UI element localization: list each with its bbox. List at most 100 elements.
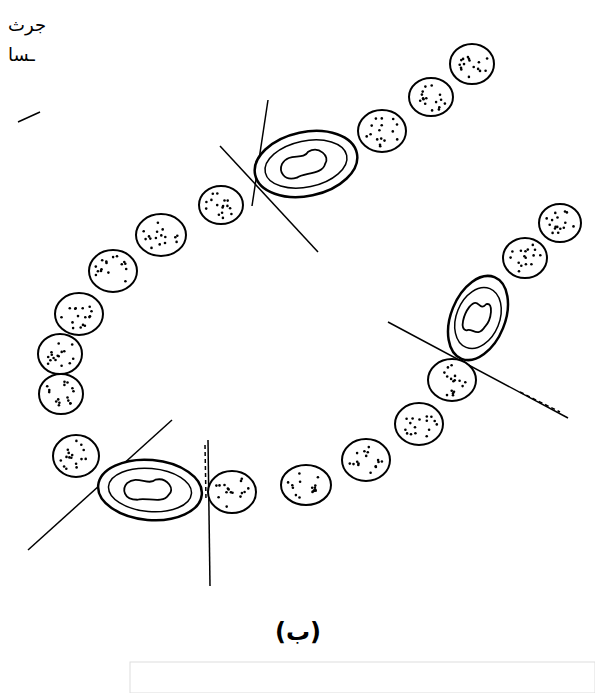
granule xyxy=(559,228,562,231)
granule xyxy=(222,205,225,208)
label-text: جرث xyxy=(6,14,48,35)
granule xyxy=(369,472,372,475)
heterocyst xyxy=(96,456,205,525)
granule xyxy=(54,359,57,362)
granule xyxy=(428,428,431,431)
granule xyxy=(458,380,461,383)
granule xyxy=(422,97,425,100)
granule xyxy=(299,481,302,484)
granule xyxy=(218,214,221,217)
granule xyxy=(47,356,50,359)
granule xyxy=(532,244,535,247)
granule xyxy=(71,387,74,390)
granule xyxy=(84,324,87,327)
granule xyxy=(88,305,91,308)
granule xyxy=(453,379,456,382)
heterocysts xyxy=(96,122,520,525)
granule xyxy=(479,70,482,73)
granule xyxy=(218,484,221,487)
cut-lines xyxy=(18,100,568,586)
granule xyxy=(55,400,58,403)
granule xyxy=(396,138,399,141)
granule xyxy=(461,385,464,388)
granule xyxy=(554,227,557,230)
granule xyxy=(472,66,475,69)
granule xyxy=(105,262,108,265)
granule xyxy=(425,435,428,438)
granule xyxy=(435,101,438,104)
granule xyxy=(221,211,224,214)
granule xyxy=(69,402,72,405)
vegetative-cell xyxy=(409,78,453,116)
granule xyxy=(69,402,72,405)
granule xyxy=(174,236,177,239)
granule xyxy=(60,316,63,319)
granule xyxy=(157,221,160,224)
granule xyxy=(443,371,446,374)
granule xyxy=(74,307,77,310)
granule xyxy=(175,241,178,244)
granule xyxy=(222,217,225,220)
granule xyxy=(72,327,75,330)
granule xyxy=(551,219,554,222)
granule xyxy=(414,426,417,429)
granule xyxy=(101,259,104,262)
granule xyxy=(150,247,153,250)
granule xyxy=(205,207,208,210)
granule xyxy=(144,238,147,241)
granule xyxy=(100,270,103,273)
granule xyxy=(484,69,487,72)
granule xyxy=(421,93,424,96)
granule xyxy=(63,384,66,387)
granule xyxy=(226,205,229,208)
granule xyxy=(107,271,110,274)
granule xyxy=(57,342,60,345)
granule xyxy=(156,230,159,233)
label-text: ـسا xyxy=(6,44,37,65)
granule xyxy=(148,235,151,238)
granule xyxy=(369,133,372,136)
granule xyxy=(314,490,317,493)
granule xyxy=(79,326,82,329)
granule xyxy=(60,459,63,462)
figure-caption: (ب) xyxy=(275,618,321,646)
granule xyxy=(72,358,75,361)
granule xyxy=(72,390,75,393)
granule xyxy=(50,351,53,354)
granule xyxy=(311,487,314,490)
granule xyxy=(380,124,383,127)
granule xyxy=(63,350,66,353)
granule xyxy=(411,417,414,420)
granule xyxy=(63,381,66,384)
granule xyxy=(447,366,450,369)
granule xyxy=(421,90,424,93)
heterocyst xyxy=(436,267,519,369)
granule xyxy=(227,488,230,491)
granule xyxy=(287,481,290,484)
granule xyxy=(58,402,61,405)
granule xyxy=(57,355,60,358)
granule xyxy=(463,63,466,66)
granule xyxy=(51,353,54,356)
granule xyxy=(478,61,481,64)
vegetative-cell xyxy=(136,214,186,256)
granule xyxy=(551,232,554,235)
granule xyxy=(433,420,436,423)
granule xyxy=(424,103,427,106)
granule xyxy=(539,254,542,257)
granule xyxy=(95,265,98,268)
granule xyxy=(418,418,421,421)
granule xyxy=(518,270,521,273)
granule xyxy=(88,316,91,319)
vegetative-cell xyxy=(342,439,390,481)
granule xyxy=(71,343,74,346)
granule xyxy=(84,316,87,319)
granule xyxy=(225,505,228,508)
granule xyxy=(225,491,228,494)
granule xyxy=(223,484,226,487)
granule xyxy=(426,420,429,423)
vegetative-cell xyxy=(208,471,256,513)
vegetative-cell xyxy=(281,465,331,505)
granule xyxy=(216,192,219,195)
granule xyxy=(357,464,360,467)
